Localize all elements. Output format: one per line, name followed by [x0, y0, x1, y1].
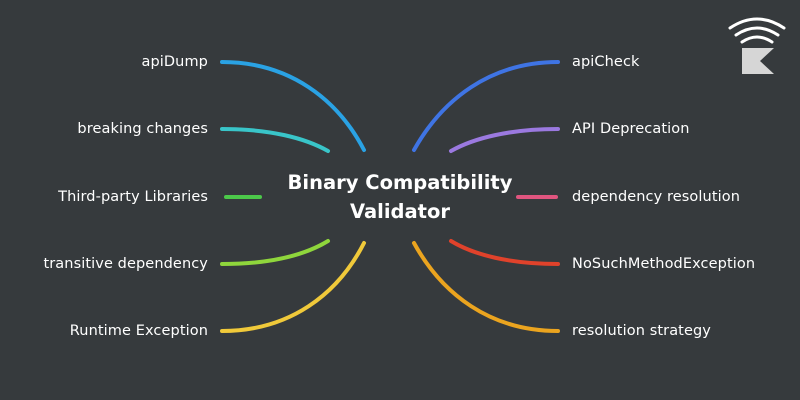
connector-apidump	[220, 60, 366, 152]
branch-label-runtime-exception: Runtime Exception	[69, 323, 208, 339]
central-topic: Binary Compatibility Validator	[250, 168, 550, 226]
branch-label-resolution-strategy: resolution strategy	[572, 323, 711, 339]
connector-resolution-strategy	[412, 241, 560, 333]
branch-label-dependency-resolution: dependency resolution	[572, 189, 741, 205]
connector-transitive-dependency	[220, 239, 330, 266]
central-topic-line-1: Binary Compatibility	[287, 171, 513, 194]
branch-label-apidump: apiDump	[141, 54, 208, 70]
kotlin-broadcast-logo-icon	[728, 17, 786, 74]
connector-apicheck	[412, 60, 560, 152]
connector-runtime-exception	[220, 241, 366, 333]
branch-label-breaking-changes: breaking changes	[77, 121, 208, 137]
branch-label-third-party-libraries: Third-party Libraries	[58, 189, 208, 205]
branch-label-apicheck: apiCheck	[572, 54, 640, 70]
branch-label-nosuchmethodexception: NoSuchMethodException	[572, 256, 756, 272]
connector-api-deprecation	[449, 127, 560, 153]
central-topic-line-2: Validator	[349, 200, 450, 223]
connector-nosuchmethodexception	[449, 239, 560, 266]
connector-breaking-changes	[220, 127, 330, 153]
branch-label-transitive-dependency: transitive dependency	[43, 256, 208, 272]
branch-label-api-deprecation: API Deprecation	[572, 121, 690, 137]
